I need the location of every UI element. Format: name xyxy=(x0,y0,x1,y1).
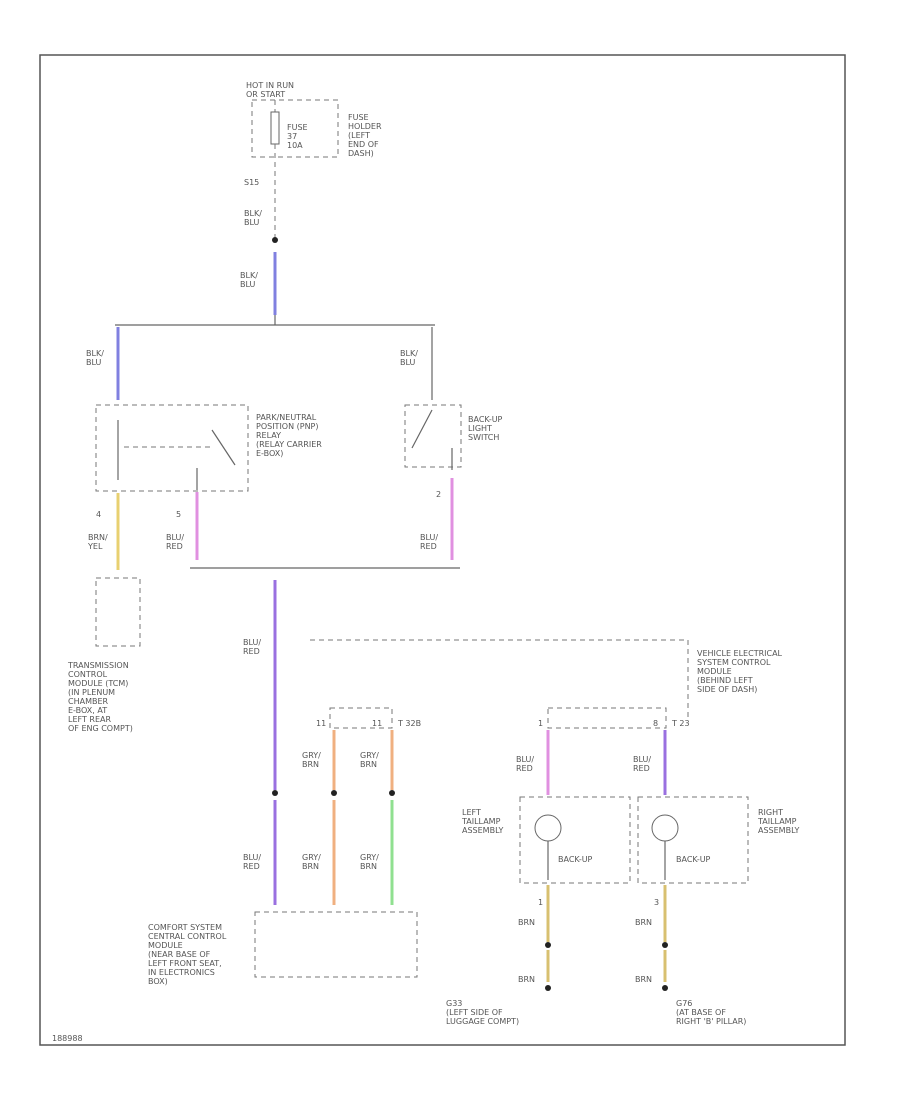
diagram-frame xyxy=(39,54,846,1046)
label-pin-r8: 8 xyxy=(653,719,658,728)
fuse-37 xyxy=(270,111,280,145)
label-wire-blu-red-4: BLU/RED xyxy=(516,755,534,773)
label-pin-relay-5: 5 xyxy=(176,510,181,519)
right-taillamp-box xyxy=(637,796,749,884)
label-backup-l: BACK-UP xyxy=(558,855,593,864)
label-wire-blu-red-3: BLU/RED xyxy=(243,638,261,656)
ground-right xyxy=(662,985,668,991)
label-wire-blk-blu-4: BLK/BLU xyxy=(400,349,418,367)
connector-left-ground xyxy=(545,942,551,948)
label-pin-left-4: 4 xyxy=(96,510,101,519)
ground-left xyxy=(545,985,551,991)
label-pin-t1a: 11 xyxy=(316,719,326,728)
diagram-id: 188988 xyxy=(52,1034,83,1043)
connector-t32 xyxy=(329,707,393,729)
switch-arm xyxy=(411,409,433,449)
label-wire-blk-blu-1: BLK/BLU xyxy=(244,209,262,227)
label-wire-blk-blu-3: BLK/BLU xyxy=(86,349,104,367)
label-conn-t23: T 23 xyxy=(671,719,690,728)
label-wire-blu-red-6: BLU/RED xyxy=(243,853,261,871)
label-conn-t32: T 32B xyxy=(397,719,421,728)
label-wire-brn-l: BRN xyxy=(518,918,535,927)
label-wire-blk-blu-2: BLK/BLU xyxy=(240,271,258,289)
label-wire-brn-r: BRN xyxy=(635,918,652,927)
label-wire-blu-red-5: BLU/RED xyxy=(633,755,651,773)
pnp-relay-box xyxy=(95,404,249,492)
comfort-module-box xyxy=(254,911,418,978)
label-pin-r-3: 3 xyxy=(654,898,659,907)
relay-contact xyxy=(211,429,236,466)
label-wire-brn-rg: BRN xyxy=(635,975,652,984)
label-pin-t1b: 11 xyxy=(372,719,382,728)
label-wire-blu-red-2: BLU/RED xyxy=(420,533,438,551)
label-s-top: S15 xyxy=(244,178,259,187)
right-bulb xyxy=(651,814,679,842)
label-wire-gry-brn-1: GRY/BRN xyxy=(302,751,321,769)
label-pin-switch-2: 2 xyxy=(436,490,441,499)
connector-green xyxy=(389,790,395,796)
label-wire-blu-red-1: BLU/RED xyxy=(166,533,184,551)
connector-center xyxy=(272,790,278,796)
connector-t23 xyxy=(547,707,667,729)
label-pin-l-1: 1 xyxy=(538,898,543,907)
backup-switch-box xyxy=(404,404,462,468)
label-wire-gry-brn-2: GRY/BRN xyxy=(360,751,379,769)
label-wire-gry-brn-3: GRY/BRN xyxy=(302,853,321,871)
label-backup-r: BACK-UP xyxy=(676,855,711,864)
label-pin-l1: 1 xyxy=(538,719,543,728)
connector-orange xyxy=(331,790,337,796)
splice-top xyxy=(272,237,278,243)
label-wire-gry-brn-4: GRY/BRN xyxy=(360,853,379,871)
label-wire-brn-yel: BRN/YEL xyxy=(87,533,108,551)
tcm-box xyxy=(95,577,141,647)
connector-right-ground xyxy=(662,942,668,948)
label-wire-brn-lg: BRN xyxy=(518,975,535,984)
left-bulb xyxy=(534,814,562,842)
left-taillamp-box xyxy=(519,796,631,884)
